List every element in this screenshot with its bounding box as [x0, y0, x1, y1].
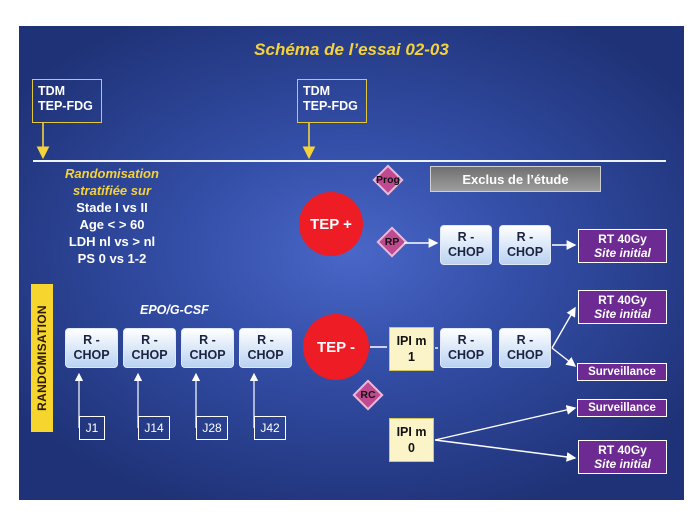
rchop-line1: R - — [141, 333, 158, 347]
rchop-ipi1-1: R - CHOP — [440, 328, 492, 368]
rt-line2: Site initial — [594, 246, 651, 260]
rchop-line1: R - — [257, 333, 274, 347]
rchop-ipi1-2: R - CHOP — [499, 328, 551, 368]
ipi1-rt-arrow — [551, 306, 576, 349]
rt-line1: RT 40Gy — [598, 293, 647, 307]
rc-label: RC — [360, 389, 376, 401]
timeline-line — [33, 160, 666, 162]
rp-label: RP — [384, 236, 400, 248]
rchop-line2: CHOP — [506, 348, 544, 362]
ipi1-line2: 1 — [408, 350, 415, 364]
rchop-line1: R - — [199, 333, 216, 347]
imaging-box-initial-line1: TDM — [38, 84, 66, 98]
rchop-line1: R - — [83, 333, 100, 347]
rt-line2: Site initial — [594, 457, 651, 471]
rchop-line1: R - — [516, 333, 534, 347]
rchop-line2: CHOP — [447, 245, 485, 259]
rchop-line2: CHOP — [447, 348, 485, 362]
rchop-line2: CHOP — [189, 348, 226, 362]
tep-negative-circle: TEP - — [303, 314, 369, 380]
stratification-block: Randomisation stratifiée sur Stade I vs … — [39, 165, 185, 267]
rchop-cycle-4: R - CHOP — [239, 328, 292, 368]
imaging-box-initial: TDM TEP-FDG — [32, 79, 102, 123]
ipi0-rt-arrow — [434, 439, 577, 462]
ipi1-surveillance-arrow — [551, 347, 577, 367]
stratification-criterion: Age < > 60 — [79, 217, 145, 232]
stratification-criterion: LDH nl vs > nl — [68, 234, 156, 249]
rchop-line2: CHOP — [506, 245, 544, 259]
rchop-line2: CHOP — [73, 348, 110, 362]
rt-line1: RT 40Gy — [598, 443, 647, 457]
rt-box-ipi0: RT 40Gy Site initial — [578, 440, 667, 474]
exclusion-box: Exclus de l’étude — [430, 166, 601, 192]
stratification-criterion: Stade I vs II — [76, 200, 148, 215]
tep-positive-circle: TEP + — [299, 192, 363, 256]
rt-line2: Site initial — [594, 307, 651, 321]
imaging-box-interim-line2: TEP-FDG — [303, 99, 358, 113]
ipi1-line1: IPI m — [396, 334, 427, 348]
ipi1-box: IPI m 1 — [389, 327, 434, 371]
ipi0-line2: 0 — [408, 441, 415, 455]
rchop-line2: CHOP — [247, 348, 284, 362]
ipi0-line1: IPI m — [396, 425, 427, 439]
rchop-cycle-2: R - CHOP — [123, 328, 176, 368]
prog-label: Prog — [376, 174, 400, 186]
imaging-box-initial-line2: TEP-FDG — [38, 99, 93, 113]
rchop-line1: R - — [457, 230, 475, 244]
rchop-line1: R - — [516, 230, 534, 244]
rchop-cycle-3: R - CHOP — [181, 328, 234, 368]
stratification-heading-2: stratifiée sur — [72, 183, 152, 198]
epo-label: EPO/G-CSF — [140, 303, 209, 317]
diagram-title: Schéma de l’essai 02-03 — [254, 40, 449, 59]
randomisation-bar: RANDOMISATION — [31, 284, 53, 432]
ipi0-surveillance-arrow — [434, 405, 577, 441]
rchop-cycle-1: R - CHOP — [65, 328, 118, 368]
rt-line1: RT 40Gy — [598, 232, 647, 246]
imaging-box-interim-line1: TDM — [303, 84, 331, 98]
ipi0-box: IPI m 0 — [389, 418, 434, 462]
stratification-heading-1: Randomisation — [65, 166, 159, 181]
rt-box-tep-positive: RT 40Gy Site initial — [578, 229, 667, 263]
rchop-tep-positive-2: R - CHOP — [499, 225, 551, 265]
imaging-box-interim: TDM TEP-FDG — [297, 79, 367, 123]
rt-box-ipi1: RT 40Gy Site initial — [578, 290, 667, 324]
surveillance-box-ipi0: Surveillance — [577, 399, 667, 417]
rchop-line1: R - — [457, 333, 475, 347]
rchop-line2: CHOP — [131, 348, 168, 362]
connector-lines — [36, 123, 577, 462]
rchop-tep-positive-1: R - CHOP — [440, 225, 492, 265]
surveillance-box-ipi1: Surveillance — [577, 363, 667, 381]
diagram-frame: Schéma de l’essai 02-03 TDM TEP-FDG TDM … — [19, 26, 684, 500]
stratification-criterion: PS 0 vs 1-2 — [77, 251, 147, 266]
